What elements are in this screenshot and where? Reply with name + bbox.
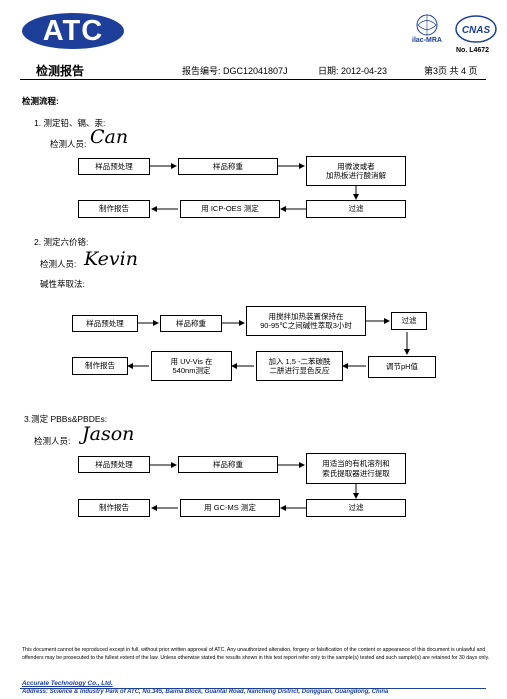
section3-signature: Jason: [82, 423, 135, 445]
ilac-label: ilac-MRA: [412, 37, 442, 44]
ilac-mra-logo: ilac-MRA: [412, 14, 442, 44]
report-number: 报告编号: DGC12041807J: [182, 66, 288, 76]
s2-make-report: 制作报告: [72, 357, 128, 375]
s3-sample-pretreatment: 样品预处理: [78, 456, 150, 473]
section3-inspector-label: 检测人员:: [34, 436, 71, 446]
s3-sample-weighing: 样品称重: [178, 456, 278, 473]
cnas-label: CNAS: [462, 25, 491, 36]
section2-extraction-label: 碱性萃取法:: [40, 279, 85, 289]
section1-heading: 1. 测定铅、镉、汞:: [34, 118, 106, 128]
section2-heading: 2. 测定六价铬:: [34, 237, 89, 247]
s1-sample-weighing: 样品称重: [178, 158, 278, 175]
footer-company: Accurate Technology Co., Ltd.: [22, 680, 113, 687]
report-title: 检测报告: [36, 64, 85, 78]
s1-filtration: 过滤: [306, 200, 406, 218]
s3-make-report: 制作报告: [78, 499, 150, 517]
s3-soxhlet-extraction: 用适当的有机溶剂和 索氏提取器进行提取: [306, 453, 406, 484]
cnas-logo: CNAS: [455, 15, 497, 43]
section3-heading: 3.测定 PBBs&PBDEs:: [24, 414, 108, 424]
section1-signature: Can: [90, 126, 129, 148]
s2-adjust-ph: 调节pH值: [368, 356, 436, 378]
s3-filtration: 过滤: [306, 499, 406, 517]
s2-uv-vis-test: 用 UV-Vis 在 540nm测定: [151, 351, 232, 381]
section2-inspector-label: 检测人员:: [40, 259, 77, 269]
report-date: 日期: 2012-04-23: [318, 66, 388, 76]
atc-logo: ATC: [22, 13, 124, 49]
s2-sample-weighing: 样品称重: [160, 315, 222, 332]
s2-color-reaction: 加入 1,5 -二苯碳酰 二肼进行显色反应: [256, 351, 343, 381]
footer-disclaimer: This document cannot be reproduced excep…: [22, 647, 490, 662]
s1-icp-oes-test: 用 ICP-OES 测定: [180, 200, 280, 218]
flow-title: 检测流程:: [22, 96, 59, 106]
s1-sample-pretreatment: 样品预处理: [78, 158, 150, 175]
accreditation-number: No. L4672: [456, 47, 490, 54]
s1-make-report: 制作报告: [78, 200, 150, 218]
s1-acid-digestion: 用微波或者 加热板进行酸消解: [306, 156, 406, 186]
s2-filtration: 过滤: [391, 312, 427, 330]
s2-sample-pretreatment: 样品预处理: [72, 315, 138, 332]
section2-signature: Kevin: [84, 248, 138, 270]
section1-inspector-label: 检测人员:: [50, 139, 87, 149]
s3-gc-ms-test: 用 GC-MS 测定: [180, 499, 280, 517]
s2-alkaline-extraction: 用搅拌加热装置保持在 90-95℃之间碱性萃取3小时: [246, 306, 366, 336]
footer-address: Address: Science & Industry Park of ATC,…: [22, 689, 389, 695]
footer-divider: [20, 688, 486, 689]
header-divider: [20, 79, 486, 80]
page-number: 第3页 共 4 页: [424, 66, 478, 76]
